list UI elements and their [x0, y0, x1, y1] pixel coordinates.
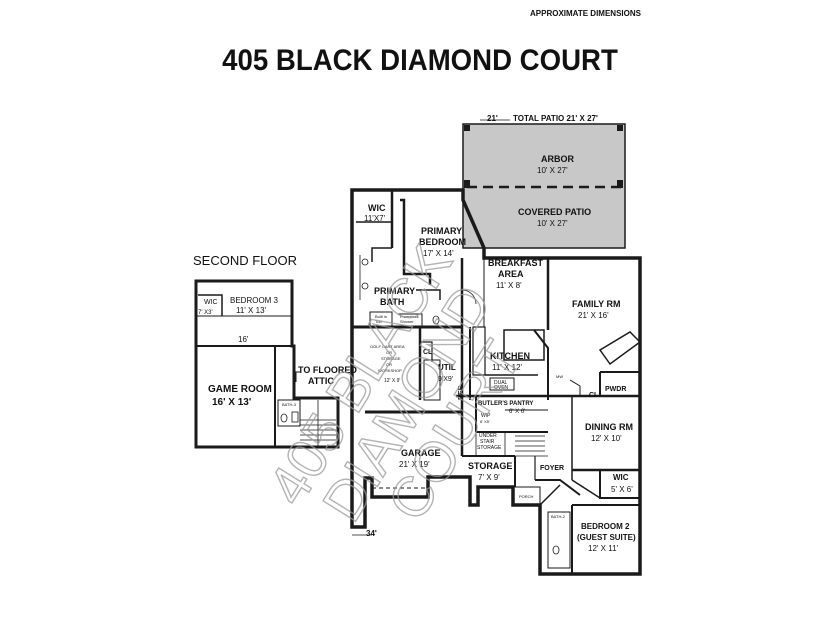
covered-patio-dimension: 10' X 27'	[537, 219, 568, 228]
arbor-label: ARBOR	[541, 154, 574, 164]
first-floor-plan	[350, 119, 642, 576]
primary-bedroom-label-2: BEDROOM	[419, 237, 466, 247]
page-title: 405 BLACK DIAMOND COURT	[222, 44, 618, 77]
primary-bedroom-label-1: PRIMARY	[421, 226, 462, 236]
foyer-label: FOYER	[540, 465, 564, 472]
attic-label-2: ATTIC	[308, 376, 334, 386]
family-room-dimension: 21' X 16'	[578, 311, 609, 320]
breakfast-label-2: AREA	[498, 269, 524, 279]
wic-2-dimension: 5' X 6'	[611, 485, 633, 494]
attic-label-1: TO FLOORED	[298, 365, 357, 375]
kitchen-dimension: 11' X 12'	[492, 363, 523, 372]
arbor-dimension: 10' X 27'	[537, 166, 568, 175]
garage-dimension: 21' X 19'	[399, 460, 430, 469]
width-21-label: 21'	[487, 114, 498, 123]
dual-oven-label-1: DUAL	[494, 380, 508, 386]
primary-wic-label: WIC	[368, 203, 386, 213]
powder-room-label: PWDR	[605, 386, 626, 393]
golf-cart-label-1: GOLF CART AREA	[370, 344, 405, 349]
primary-bath-label-1: PRIMARY	[374, 286, 415, 296]
family-closet-label: CL	[589, 392, 599, 399]
covered-patio-label: COVERED PATIO	[518, 207, 591, 217]
golf-cart-label-2: OR	[386, 350, 392, 355]
butlers-pantry-dimension: 6' X 6'	[509, 409, 525, 415]
golf-cart-label-4: OR	[386, 362, 392, 367]
kitchen-label: KITCHEN	[490, 351, 530, 361]
butlers-pantry-label: BUTLER'S PANTRY	[478, 401, 533, 407]
total-patio-label: TOTAL PATIO 21' X 27'	[513, 114, 598, 123]
bedroom-2-guest-label: (GUEST SUITE)	[577, 533, 636, 542]
width-16-label: 16'	[238, 335, 249, 344]
util-closet-label: CL	[423, 349, 433, 356]
util-label: UTIL	[438, 363, 456, 372]
second-floor-plan	[194, 279, 340, 449]
game-room-label: GAME ROOM	[208, 384, 272, 395]
dining-room-label: DINING RM	[585, 422, 633, 432]
wic-2-label: WIC	[613, 473, 629, 482]
wip-label: WIP	[481, 413, 491, 419]
second-floor-heading: SECOND FLOOR	[193, 253, 297, 268]
dining-room-dimension: 12' X 10'	[591, 434, 622, 443]
bedroom-2-dimension: 12' X 11'	[588, 544, 619, 553]
primary-bath-label-2: BATH	[380, 297, 404, 307]
under-stair-label-2: STAIR	[480, 439, 495, 445]
bath-2-label: BATH-2	[551, 514, 566, 519]
bedroom-3-dimension: 11' X 13'	[236, 306, 267, 315]
breakfast-dimension: 11' X 8'	[496, 281, 522, 290]
primary-wic-dimension: 11'X7'	[364, 214, 386, 223]
wic-label: WIC	[204, 299, 218, 306]
under-stair-label-3: STORAGE	[477, 445, 502, 451]
golf-cart-label-3: STORAGE	[381, 356, 401, 361]
approximate-dimensions-note: APPROXIMATE DIMENSIONS	[530, 9, 641, 18]
ref-label: REF	[458, 385, 465, 400]
breakfast-label-1: BREAKFAST	[488, 258, 544, 268]
tub-label-2: Tub	[375, 319, 383, 324]
bedroom-2-label: BEDROOM 2	[581, 522, 630, 531]
golf-cart-dimension: 12' X 9'	[384, 378, 400, 384]
primary-bedroom-dimension: 17' X 14'	[423, 249, 454, 258]
tub-label-1: Built in	[375, 314, 387, 319]
bath-3-label: BATH-3	[282, 402, 297, 407]
game-room-dimension: 16' X 13'	[212, 397, 251, 408]
storage-dimension: 7' X 9'	[478, 473, 500, 482]
under-stair-label-1: UNDER	[479, 433, 497, 439]
garage-label: GARAGE	[401, 448, 441, 458]
util-dimension: 9'X9'	[438, 376, 453, 383]
wip-dimension: 6' X5'	[480, 419, 490, 424]
mw-label: MW	[556, 374, 563, 379]
width-34-label: 34'	[366, 529, 377, 538]
dual-oven-label-2: OVEN	[494, 385, 509, 391]
wic-dimension: 7' X3'	[198, 310, 213, 316]
room-labels: SECOND FLOOR WIC 7' X3' BEDROOM 3 11' X …	[193, 114, 636, 553]
shower-label-2: Shower	[400, 319, 414, 324]
porch-label: PORCH	[519, 494, 534, 499]
golf-cart-label-5: WORKSHOP	[378, 368, 402, 373]
bedroom-3-label: BEDROOM 3	[230, 296, 279, 305]
shower-label-1: Frameless	[400, 314, 419, 319]
storage-label: STORAGE	[468, 461, 512, 471]
family-room-label: FAMILY RM	[572, 299, 621, 309]
